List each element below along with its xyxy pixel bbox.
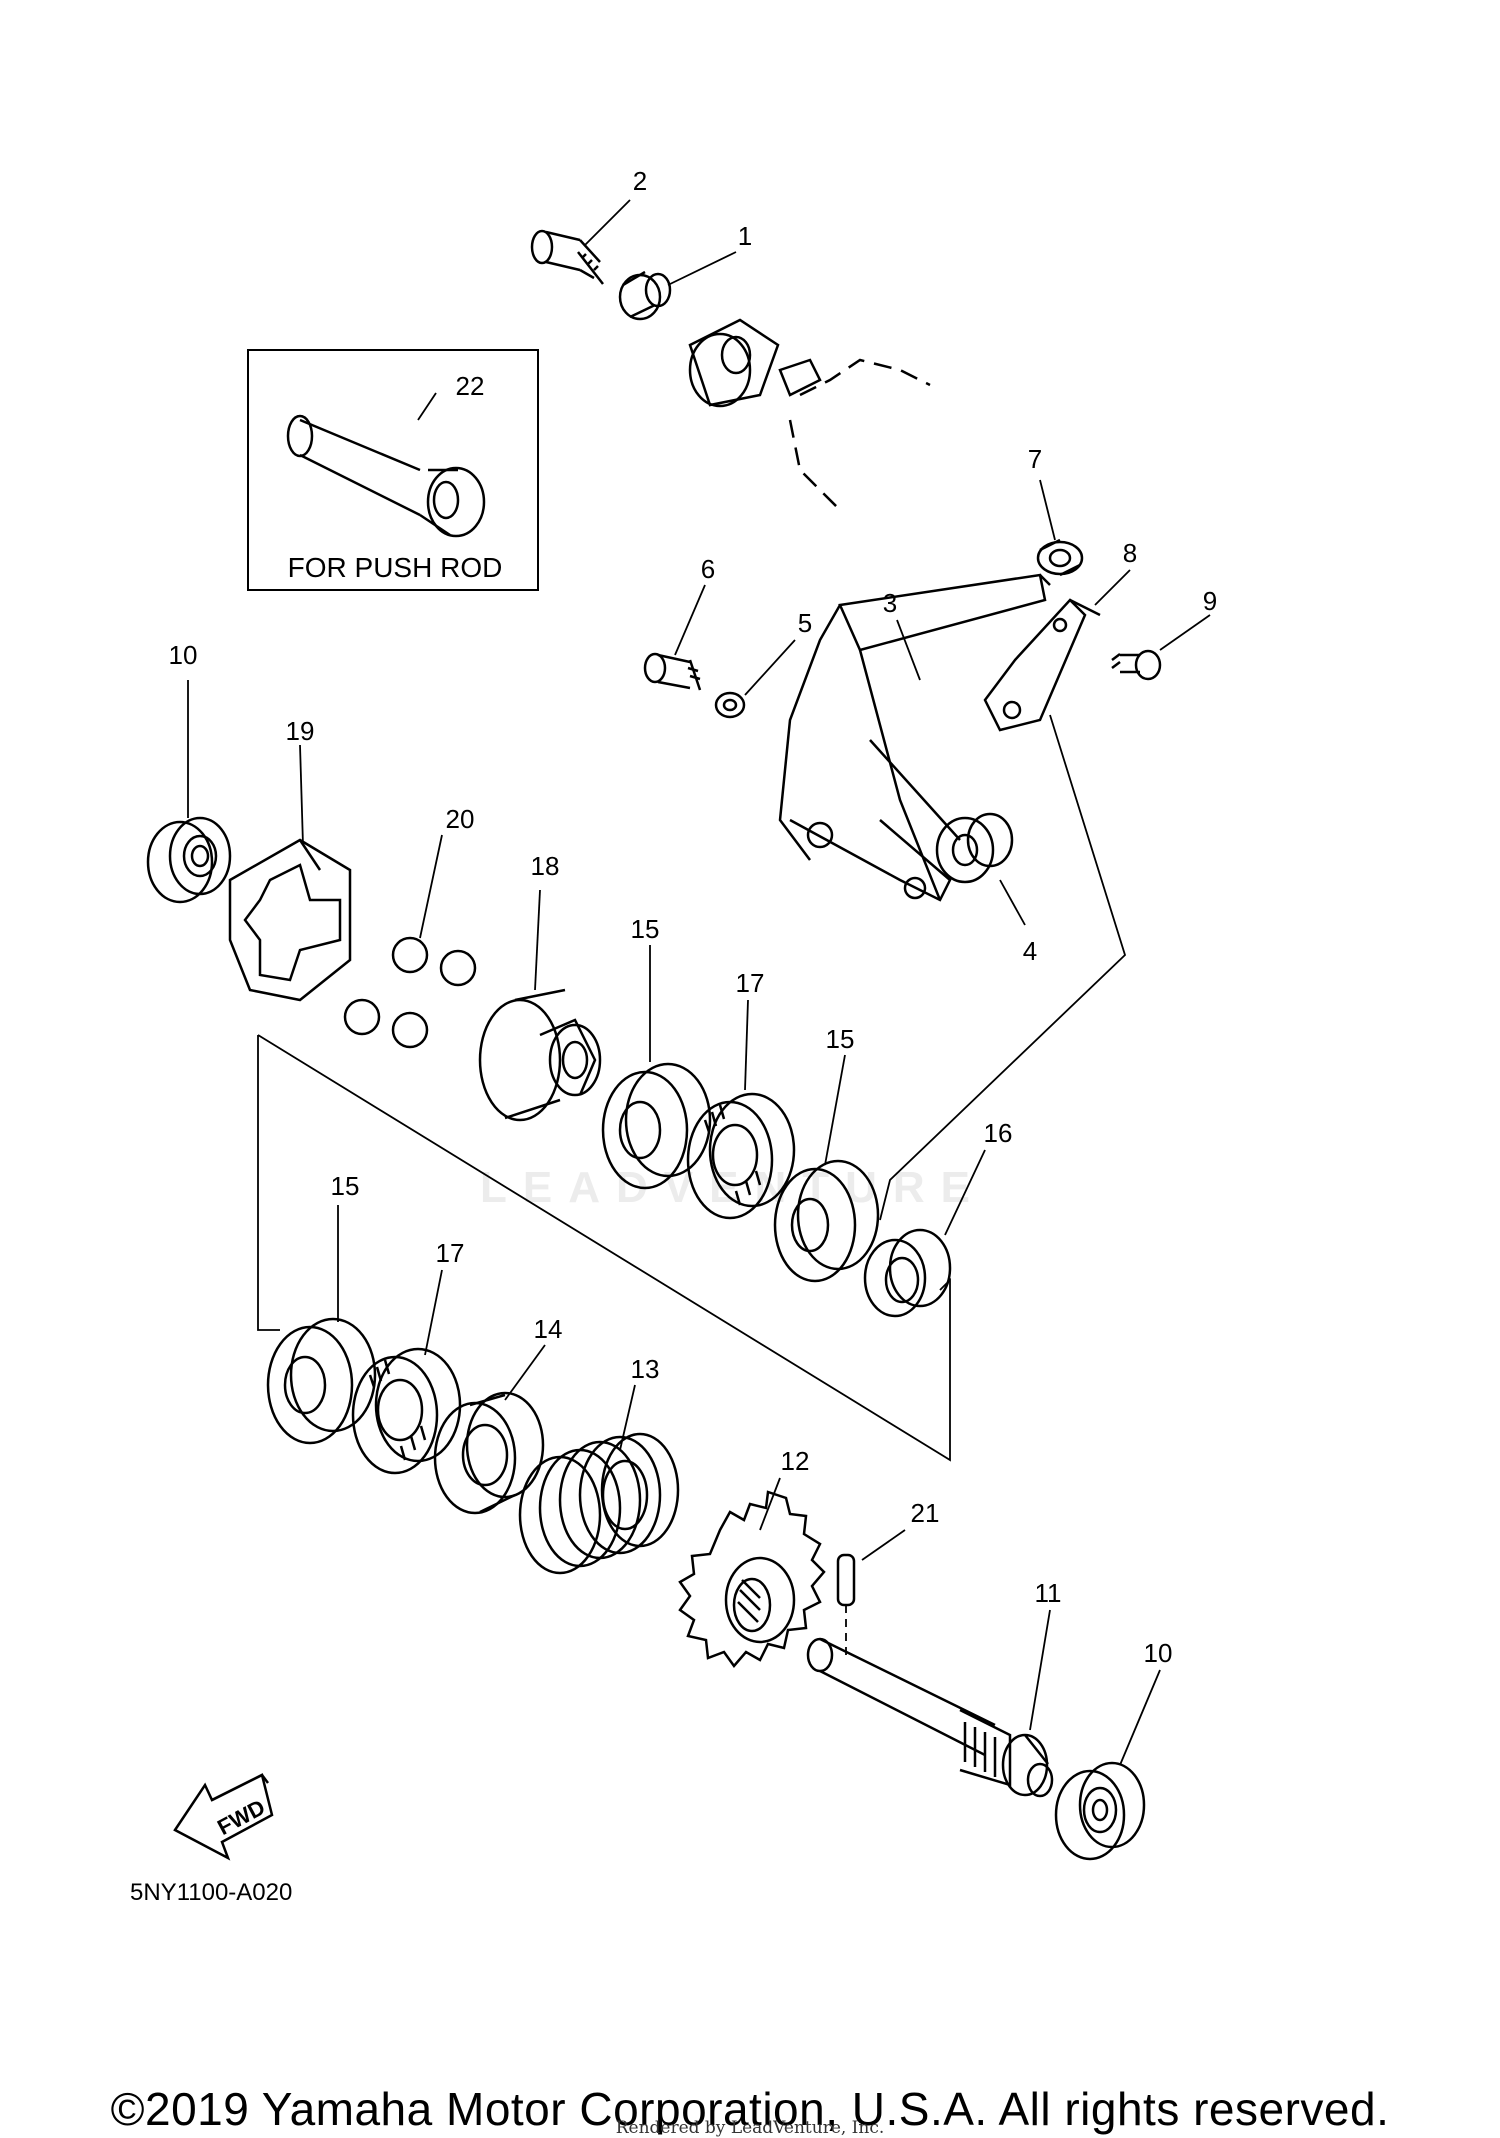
callout-10-upper: 10: [169, 640, 198, 670]
callout-4: 4: [1023, 936, 1037, 966]
leader-13: [619, 1384, 636, 1451]
callout-20: 20: [446, 804, 475, 834]
callout-14: 14: [534, 1314, 563, 1344]
leader-5: [744, 639, 796, 696]
leader-6: [674, 584, 706, 656]
part-7-collar: [1036, 538, 1084, 577]
part-6-bolt: [643, 652, 702, 691]
part-9-screw: [1111, 649, 1162, 681]
callout-1: 1: [738, 221, 752, 251]
leader-8: [1094, 569, 1131, 606]
guide-line-8-16: [879, 714, 1127, 1221]
leader-1: [667, 251, 737, 286]
part-21-pin: [836, 1553, 856, 1660]
callout-15-c: 15: [331, 1171, 360, 1201]
callout-5: 5: [798, 608, 812, 638]
copyright-notice: ©2019 Yamaha Motor Corporation, U.S.A. A…: [110, 2083, 1390, 2135]
callout-17-a: 17: [736, 968, 765, 998]
callout-12: 12: [781, 1446, 810, 1476]
callout-21: 21: [911, 1498, 940, 1528]
leader-17b: [424, 1269, 443, 1356]
part-10-bearing-lower: [1054, 1761, 1146, 1861]
leader-18: [534, 889, 541, 991]
leader-9: [1159, 614, 1211, 651]
part-4-bushing: [935, 812, 1014, 884]
callout-7: 7: [1028, 444, 1042, 474]
part-17-thrust-bearing-b: [351, 1347, 462, 1475]
fwd-label: FWD: [213, 1794, 269, 1840]
callout-18: 18: [531, 851, 560, 881]
box-caption: FOR PUSH ROD: [288, 552, 503, 583]
part-15-washer-b: [773, 1159, 880, 1283]
part-2-bolt: [530, 229, 604, 285]
leader-12: [759, 1477, 781, 1531]
part-17-thrust-bearing-a: [686, 1092, 796, 1220]
leader-20: [419, 834, 443, 939]
push-rod-box: 22 FOR PUSH ROD: [247, 349, 539, 591]
group-outline: [257, 1034, 951, 1462]
callout-10-lower: 10: [1144, 1638, 1173, 1668]
rendered-by-credit: Rendered by LeadVenture, Inc.: [615, 2118, 885, 2138]
part-12-gear: [678, 1490, 826, 1669]
callout-8: 8: [1123, 538, 1137, 568]
leader-21: [861, 1529, 906, 1561]
leader-11: [1029, 1609, 1051, 1731]
starter-motor-outline: [688, 318, 931, 511]
part-18-sleeve: [478, 988, 602, 1122]
part-5-washer: [714, 691, 746, 719]
leader-19: [299, 744, 304, 846]
part-1-washer: [618, 270, 672, 321]
callout-15-a: 15: [631, 914, 660, 944]
callout-22: 22: [456, 371, 485, 401]
part-16-collar: [863, 1228, 952, 1318]
leader-7: [1039, 479, 1056, 541]
leader-3: [896, 619, 921, 681]
callout-9: 9: [1203, 586, 1217, 616]
callout-16: 16: [984, 1118, 1013, 1148]
part-20-balls: [343, 936, 477, 1049]
part-3-kick-lever: [778, 573, 1051, 902]
diagram-code: 5NY1100-A020: [130, 1879, 292, 1906]
part-13-spring: [518, 1432, 680, 1575]
leader-15b: [824, 1054, 846, 1166]
callout-3: 3: [883, 588, 897, 618]
part-10-bearing-upper: [146, 816, 232, 904]
leader-14: [504, 1344, 546, 1401]
callout-13: 13: [631, 1354, 660, 1384]
part-14-collar: [433, 1391, 545, 1515]
part-15-washer-c: [266, 1317, 377, 1445]
part-19-ratchet: [228, 838, 352, 1002]
leader-2: [584, 199, 631, 246]
callout-17-b: 17: [436, 1238, 465, 1268]
leader-16: [944, 1149, 986, 1236]
callout-19: 19: [286, 716, 315, 746]
part-8-bracket: [983, 598, 1101, 732]
callout-6: 6: [701, 554, 715, 584]
part-15-washer-a: [601, 1062, 712, 1190]
leader-17a: [744, 999, 749, 1091]
callout-11: 11: [1035, 1578, 1062, 1608]
leader-4: [999, 879, 1026, 926]
callout-15-b: 15: [826, 1024, 855, 1054]
part-11-shaft: [806, 1637, 1054, 1798]
fwd-arrow: FWD: [173, 1773, 274, 1861]
callout-2: 2: [633, 166, 647, 196]
leader-10-lower: [1119, 1669, 1161, 1766]
